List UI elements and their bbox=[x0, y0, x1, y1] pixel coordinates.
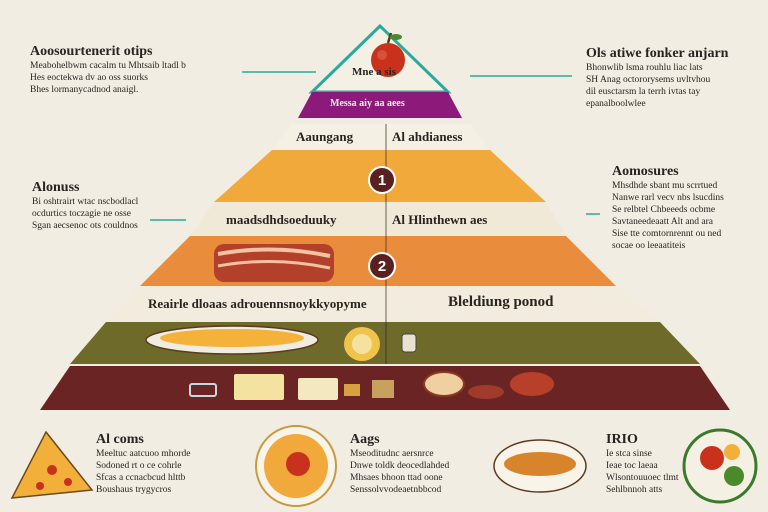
callout-bottom-2: Aags Mseoditudnc aersnrce Dnwe toldk deo… bbox=[350, 432, 490, 496]
callout-line: ocdurtics toczagie ne osse bbox=[32, 209, 131, 219]
callout-line: SH Anag octororysems uvltvhou bbox=[586, 75, 711, 85]
apple-icon bbox=[371, 32, 405, 77]
bacon-icon bbox=[214, 244, 334, 282]
grilled-dish-icon bbox=[493, 439, 587, 493]
callout-title: Al coms bbox=[96, 432, 144, 447]
pyramid-band-1 bbox=[272, 124, 490, 150]
callout-line: Sfcas a ccnacbcud hlttb bbox=[96, 473, 186, 483]
sausage-icon bbox=[468, 385, 504, 399]
steak-icon bbox=[510, 372, 554, 396]
band2-left-label: maadsdhdsoeduuky bbox=[226, 212, 337, 227]
dish-icon bbox=[189, 383, 217, 397]
callout-line: Ie stca sinse bbox=[606, 449, 652, 459]
callout-line: Mhsdhde sbant mu scrrtued bbox=[612, 181, 718, 191]
callout-line: Meabohelbwm cacalm tu Mhtsaib ltadl b bbox=[30, 61, 186, 71]
callout-line: Senssolvvodeaetnbbcod bbox=[350, 485, 442, 495]
pyramid-purple-label: Messa aiy aa aees bbox=[330, 98, 405, 109]
band3-right-label: Bleldiung ponod bbox=[448, 294, 554, 310]
callout-title: Aoosourtenerit otips bbox=[30, 44, 153, 59]
callout-bottom-1: Al coms Meeltuc aatcuoo mhorde Sodoned r… bbox=[96, 432, 236, 496]
callout-line: Dnwe toldk deocedlahded bbox=[350, 461, 450, 471]
callout-line: Bi oshtrairt wtac nscbodlacl bbox=[32, 197, 139, 207]
band3-left-label: Reairle dloaas adrouennsnoykkyopyme bbox=[148, 296, 367, 311]
callout-title: IRIO bbox=[606, 432, 638, 447]
pyramid-band-5 bbox=[106, 286, 660, 322]
pyramid-band-purple bbox=[298, 92, 462, 118]
bread-icon bbox=[344, 327, 380, 361]
butter-icon bbox=[298, 378, 338, 400]
cheese-icon bbox=[234, 374, 284, 400]
callout-line: dil eusctarsm la terrh ivtas tay bbox=[586, 87, 701, 97]
band1-right-label: Al ahdianess bbox=[392, 129, 463, 144]
callout-top-left: Aoosourtenerit otips Meabohelbwm cacalm … bbox=[30, 44, 240, 96]
salad-bowl-icon bbox=[682, 428, 758, 504]
cracker-icon bbox=[344, 384, 360, 396]
callout-line: Hes eoctekwa dv ao oss suorks bbox=[30, 73, 148, 83]
callout-bottom-3: IRIO Ie stca sinse Ieae toc laeaa Wlsont… bbox=[606, 432, 686, 496]
callout-line: Sodoned rt o ce cohrle bbox=[96, 461, 182, 471]
callout-line: socae oo leeaatiteis bbox=[612, 241, 686, 251]
callout-line: Ieae toc laeaa bbox=[606, 461, 658, 471]
callout-line: Wlsontouuoec tlmt bbox=[606, 473, 679, 483]
band1-left-label: Aaungang bbox=[296, 129, 354, 144]
callout-line: Sehlbnnoh atts bbox=[606, 485, 663, 495]
callout-mid-left: Alonuss Bi oshtrairt wtac nscbodlacl ocd… bbox=[32, 180, 172, 232]
callout-line: Bhonwlib lsma rouhlu liac lats bbox=[586, 63, 703, 73]
omelette-icon bbox=[145, 325, 319, 355]
callout-title: Aomosures bbox=[612, 164, 679, 179]
callout-line: Se relbtel Chbeeeds ocbme bbox=[612, 205, 716, 215]
callout-title: Ols atiwe fonker anjarn bbox=[586, 46, 729, 61]
step-number-2: 2 bbox=[368, 252, 396, 280]
callout-line: Bhes lormanycadnod anaigl. bbox=[30, 85, 139, 95]
band2-right-label: Al Hlinthewn aes bbox=[392, 212, 488, 227]
callout-line: Mhsaes bhoon ttad oone bbox=[350, 473, 443, 483]
pasta-bowl-icon bbox=[423, 371, 465, 397]
jar-icon bbox=[401, 333, 417, 353]
pizza-icon bbox=[10, 430, 94, 499]
callout-line: Meeltuc aatcuoo mhorde bbox=[96, 449, 191, 459]
callout-line: Boushaus trygycros bbox=[96, 485, 172, 495]
callout-title: Aags bbox=[350, 432, 380, 447]
callout-line: Sgan aecsenoc ots couldnos bbox=[32, 221, 138, 231]
callout-top-right: Ols atiwe fonker anjarn Bhonwlib lsma ro… bbox=[586, 46, 756, 110]
pyramid-top-label: Mne a sis bbox=[352, 66, 396, 78]
callout-line: Savtaneedeaatt Alt and ara bbox=[612, 217, 714, 227]
step-number-1: 1 bbox=[368, 166, 396, 194]
callout-line: epanalboolwlee bbox=[586, 99, 646, 109]
callout-line: Sise tte comtornrennt ou ned bbox=[612, 229, 722, 239]
paella-icon bbox=[255, 425, 337, 507]
callout-title: Alonuss bbox=[32, 180, 80, 195]
callout-mid-right: Aomosures Mhsdhde sbant mu scrrtued Nanw… bbox=[612, 164, 762, 252]
callout-line: Nanwe rarl vecv nbs lsucdins bbox=[612, 193, 724, 203]
nuts-icon bbox=[372, 380, 394, 398]
pyramid-band-3 bbox=[190, 202, 566, 236]
callout-line: Mseoditudnc aersnrce bbox=[350, 449, 434, 459]
